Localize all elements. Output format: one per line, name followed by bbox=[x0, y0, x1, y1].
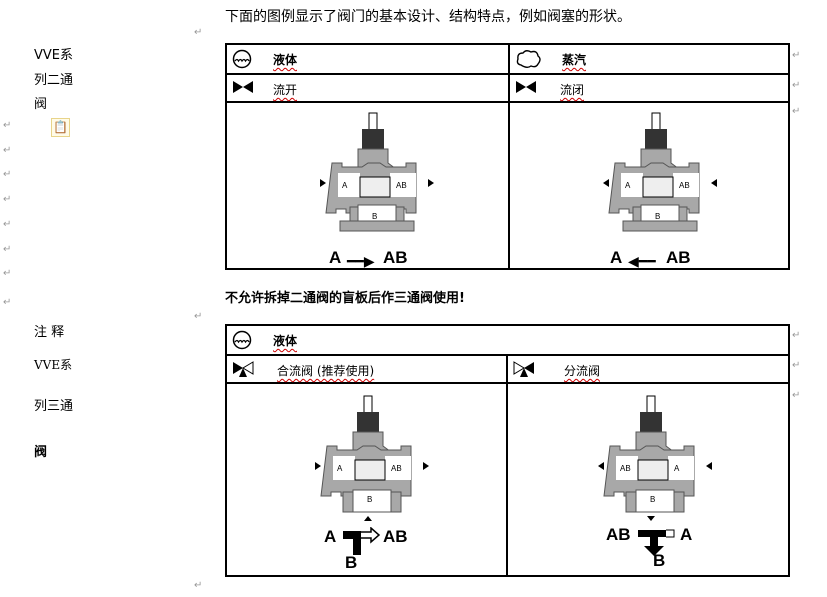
intro-text: 下面的图例显示了阀门的基本设计、结构特点，例如阀塞的形状。 bbox=[225, 9, 631, 25]
two-way-valve-table: 液体 蒸汽 流开 流闭 A AB B A ━━▶ AB A AB B A ◀━━ AB bbox=[225, 43, 790, 270]
port-label-left: A bbox=[342, 181, 348, 190]
valve-symbol-icon bbox=[516, 81, 536, 93]
flow-open-label: 流开 bbox=[273, 83, 298, 97]
arrow-left-icon: ◀━━ bbox=[628, 254, 656, 270]
tee-arrow-icon bbox=[638, 529, 675, 556]
port-label-right: AB bbox=[679, 181, 690, 190]
flow-marker bbox=[598, 462, 604, 470]
flow-marker bbox=[315, 462, 321, 470]
flow-bottom: B bbox=[653, 551, 666, 570]
flow-top-left: AB bbox=[606, 525, 631, 544]
sidebar-2way-line1: VVE系 bbox=[34, 48, 74, 63]
flow-top-right: AB bbox=[383, 527, 408, 546]
medium-steam-label: 蒸汽 bbox=[562, 53, 587, 67]
port-label-left: A bbox=[337, 464, 343, 473]
steam-icon bbox=[516, 50, 541, 68]
valve-cross-section: A AB B bbox=[603, 112, 717, 232]
flow-top-right: A bbox=[680, 525, 693, 544]
valve-symbol-icon bbox=[233, 81, 253, 93]
medium-liquid-label: 液体 bbox=[273, 334, 298, 348]
sidebar-note: 注 释 bbox=[34, 325, 65, 340]
port-label-bottom: B bbox=[367, 495, 372, 504]
sidebar-3way-line1: VVE系 bbox=[34, 358, 73, 372]
warning-text: 不允许拆掉二通阀的盲板后作三通阀使用! bbox=[225, 291, 465, 306]
port-label-bottom: B bbox=[650, 495, 655, 504]
mixing-valve-icon bbox=[233, 361, 254, 377]
flow-marker bbox=[706, 462, 712, 470]
medium-liquid-label: 液体 bbox=[273, 53, 298, 67]
flow-to: AB bbox=[666, 248, 691, 267]
flow-marker bbox=[603, 179, 609, 187]
arrow-right-icon: ━━▶ bbox=[347, 254, 375, 270]
liquid-icon bbox=[232, 330, 252, 350]
port-label-right: A bbox=[674, 464, 680, 473]
paste-options-icon[interactable]: 📋 bbox=[51, 118, 70, 137]
diverting-valve-label: 分流阀 bbox=[564, 364, 601, 378]
liquid-icon bbox=[232, 49, 252, 69]
port-label-right: AB bbox=[391, 464, 402, 473]
flow-close-label: 流闭 bbox=[560, 83, 585, 97]
flow-marker bbox=[423, 462, 429, 470]
valve-cross-section: A AB B bbox=[315, 395, 429, 521]
flow-to: AB bbox=[383, 248, 408, 267]
flow-marker bbox=[320, 179, 326, 187]
port-label-left: A bbox=[625, 181, 631, 190]
valve-cross-section: A AB B bbox=[320, 112, 434, 232]
sidebar-2way-line2: 列二通 bbox=[34, 73, 74, 88]
port-label-left: AB bbox=[620, 464, 631, 473]
flow-marker bbox=[711, 179, 717, 187]
flow-marker bbox=[428, 179, 434, 187]
sidebar-3way-line2: 列三通 bbox=[34, 399, 74, 414]
flow-bottom: B bbox=[345, 553, 358, 572]
mixing-valve-label: 合流阀 (推荐使用) bbox=[277, 364, 375, 378]
sidebar-3way-line3: 阀 bbox=[34, 445, 48, 460]
sidebar-2way-line3: 阀 bbox=[34, 97, 48, 112]
flow-from: A bbox=[329, 248, 342, 267]
tee-arrow-icon bbox=[343, 527, 381, 555]
flow-from: A bbox=[610, 248, 623, 267]
port-label-bottom: B bbox=[655, 212, 660, 221]
port-label-right: AB bbox=[396, 181, 407, 190]
diverting-valve-icon bbox=[513, 361, 534, 377]
port-label-bottom: B bbox=[372, 212, 377, 221]
flow-top-left: A bbox=[324, 527, 337, 546]
